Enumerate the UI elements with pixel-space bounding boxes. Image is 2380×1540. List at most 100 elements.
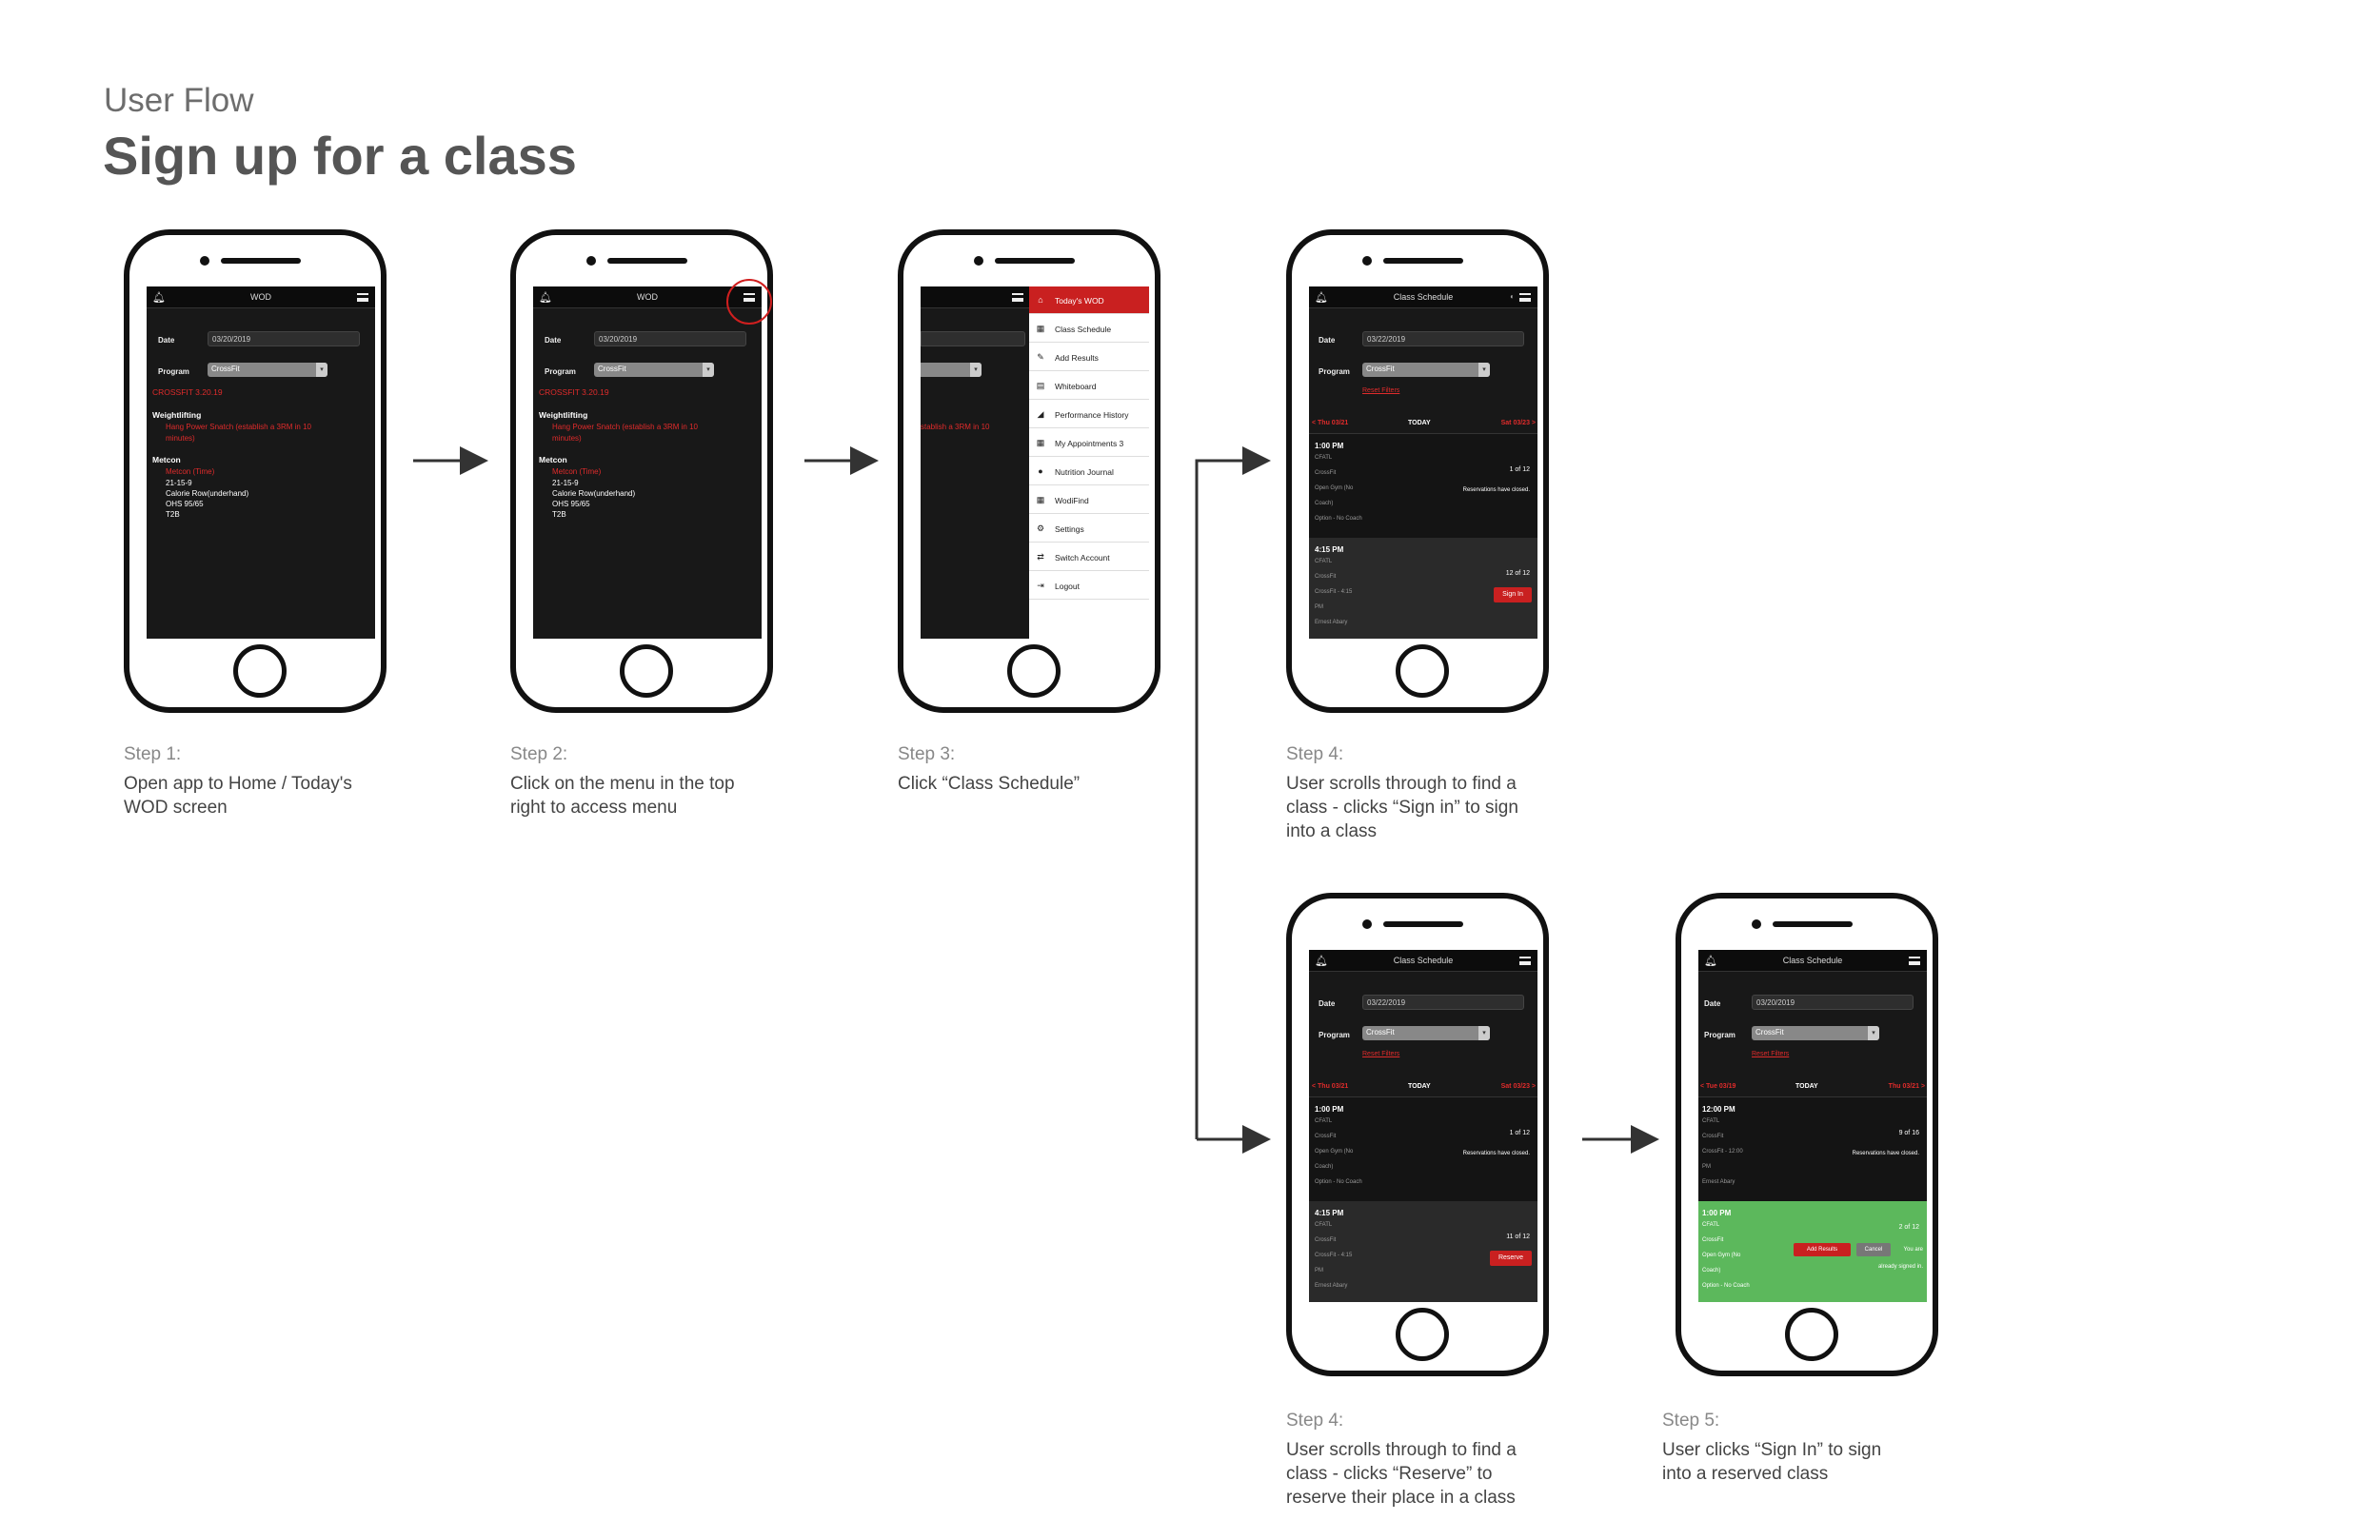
program-label: Program	[1319, 1031, 1350, 1039]
menu-item-settings[interactable]: ⚙Settings	[1029, 515, 1149, 543]
chevron-down-icon: ▾	[316, 363, 327, 377]
program-select[interactable]: CrossFit▾	[208, 363, 327, 377]
flow-title: Sign up for a class	[103, 126, 577, 186]
prev-day-link[interactable]: < Thu 03/21	[1312, 420, 1349, 426]
date-field[interactable]: 03/22/2019	[1362, 995, 1524, 1010]
wod-screen: 🔔︎ WOD Date 03/20/2019 Program CrossFit▾…	[147, 286, 375, 639]
camera	[586, 256, 596, 266]
camera	[1362, 919, 1372, 929]
menu-item-wodifind[interactable]: ▦WodiFind	[1029, 486, 1149, 514]
date-label: Date	[1704, 999, 1721, 1008]
class-coach: Ernest Abary	[1702, 1179, 1735, 1185]
speaker	[1383, 921, 1463, 927]
step-description: User clicks “Sign In” to sign into a res…	[1662, 1440, 1882, 1484]
menu-icon[interactable]	[1909, 957, 1920, 965]
menu-item-switch-account[interactable]: ⇄Switch Account	[1029, 543, 1149, 571]
class-name: Open Gym (No	[1315, 485, 1354, 491]
screen-title: WOD	[250, 292, 271, 302]
menu-icon[interactable]	[1519, 957, 1531, 965]
metcon-type: Metcon (Time)	[166, 467, 215, 476]
metcon-type: Metcon (Time)	[552, 467, 602, 476]
class-name: Open Gym (No	[1702, 1253, 1741, 1258]
home-button	[1007, 644, 1061, 698]
next-day-link[interactable]: Sat 03/23 >	[1500, 420, 1536, 426]
program-select[interactable]: CrossFit▾	[594, 363, 714, 377]
prev-day-link[interactable]: < Tue 03/19	[1700, 1083, 1736, 1090]
program-select[interactable]: CrossFit▾	[1752, 1026, 1879, 1040]
step-caption: Step 4: User scrolls through to find a c…	[1286, 742, 1518, 843]
prev-day-link[interactable]: < Thu 03/21	[1312, 1083, 1349, 1090]
class-gym: CFATL	[1702, 1222, 1720, 1228]
menu-item-my-appointments[interactable]: ▦My Appointments 3	[1029, 429, 1149, 457]
menu-item-add-results[interactable]: ✎ Add Results	[1029, 344, 1149, 371]
weightlifting-text-2: minutes)	[552, 434, 582, 443]
metcon-line: OHS 95/65	[166, 500, 204, 508]
cancel-button[interactable]: Cancel	[1856, 1243, 1891, 1256]
class-time: 12:00 PM	[1702, 1105, 1735, 1114]
menu-icon[interactable]	[1519, 293, 1531, 302]
phone-step-4-reserve: 🔔︎ Class Schedule Date 03/22/2019 Progra…	[1286, 893, 1549, 1376]
app-header: 🔔︎ Class Schedule	[1309, 950, 1537, 972]
date-field[interactable]	[921, 331, 1025, 346]
class-card: 4:15 PM CFATL CrossFit CrossFit - 4:15 P…	[1309, 538, 1537, 639]
menu-item-label: Add Results	[1055, 353, 1099, 363]
class-name-2: PM	[1315, 604, 1323, 610]
chevron-down-icon: ▾	[1478, 363, 1490, 377]
highlight-circle	[726, 279, 772, 325]
metcon-line: 21-15-9	[166, 479, 192, 487]
menu-item-todays-wod[interactable]: ⌂Today's WOD	[1029, 286, 1149, 314]
reset-filters-link[interactable]: Reset Filters	[1362, 1051, 1400, 1057]
bell-icon[interactable]: 🔔︎	[1315, 956, 1328, 967]
program-label: Program	[158, 367, 189, 376]
menu-item-performance-history[interactable]: ◢Performance History	[1029, 401, 1149, 428]
next-day-link[interactable]: Thu 03/21 >	[1888, 1083, 1925, 1090]
bell-icon[interactable]: 🔔︎	[1704, 956, 1717, 967]
wod-screen: 🔔︎ WOD Date 03/20/2019 Program CrossFit▾…	[533, 286, 762, 639]
program-select[interactable]: CrossFit▾	[1362, 1026, 1490, 1040]
bell-icon[interactable]: 🔔︎	[1315, 292, 1328, 304]
refresh-icon[interactable]: ◐	[1510, 292, 1515, 301]
gear-icon: ⚙	[1036, 523, 1045, 533]
camera	[200, 256, 209, 266]
menu-icon[interactable]	[1012, 293, 1023, 302]
add-results-button[interactable]: Add Results	[1794, 1243, 1851, 1256]
date-field[interactable]: 03/20/2019	[594, 331, 746, 346]
class-coach: Option - No Coach	[1315, 516, 1362, 522]
speaker	[607, 258, 687, 264]
date-label: Date	[1319, 999, 1336, 1008]
next-day-link[interactable]: Sat 03/23 >	[1500, 1083, 1536, 1090]
menu-item-label: Class Schedule	[1055, 325, 1112, 334]
class-count: 9 of 16	[1898, 1130, 1919, 1136]
section-metcon: Metcon	[539, 455, 567, 464]
reset-filters-link[interactable]: Reset Filters	[1752, 1051, 1790, 1057]
bell-icon[interactable]: 🔔︎	[152, 292, 166, 304]
reset-filters-link[interactable]: Reset Filters	[1362, 387, 1400, 394]
program-select[interactable]: ▾	[921, 363, 982, 377]
menu-item-logout[interactable]: ⇥Logout	[1029, 572, 1149, 600]
bell-icon[interactable]: 🔔︎	[539, 292, 552, 304]
pencil-icon: ✎	[1037, 352, 1044, 362]
class-coach: Option - No Coach	[1702, 1283, 1750, 1289]
menu-item-class-schedule[interactable]: ▦Class Schedule	[1029, 315, 1149, 343]
reservation-note: Reservations have closed.	[1462, 487, 1530, 493]
flow-subtitle: User Flow	[104, 82, 254, 119]
reserve-button[interactable]: Reserve	[1490, 1251, 1532, 1266]
today-link[interactable]: TODAY	[1408, 1083, 1431, 1090]
program-select[interactable]: CrossFit▾	[1362, 363, 1490, 377]
menu-item-label: WodiFind	[1055, 496, 1089, 505]
date-field[interactable]: 03/22/2019	[1362, 331, 1524, 346]
speaker	[995, 258, 1075, 264]
step-heading: Step 3:	[898, 744, 956, 764]
sign-in-button[interactable]: Sign In	[1494, 587, 1532, 602]
today-link[interactable]: TODAY	[1795, 1083, 1818, 1090]
date-field[interactable]: 03/20/2019	[1752, 995, 1914, 1010]
metcon-line: Calorie Row(underhand)	[552, 489, 636, 498]
class-gym: CFATL	[1315, 455, 1333, 461]
menu-item-whiteboard[interactable]: ▤Whiteboard	[1029, 372, 1149, 400]
camera	[974, 256, 983, 266]
menu-item-nutrition-journal[interactable]: ●Nutrition Journal	[1029, 458, 1149, 485]
date-field[interactable]: 03/20/2019	[208, 331, 360, 346]
menu-icon[interactable]	[357, 293, 368, 302]
today-link[interactable]: TODAY	[1408, 420, 1431, 426]
